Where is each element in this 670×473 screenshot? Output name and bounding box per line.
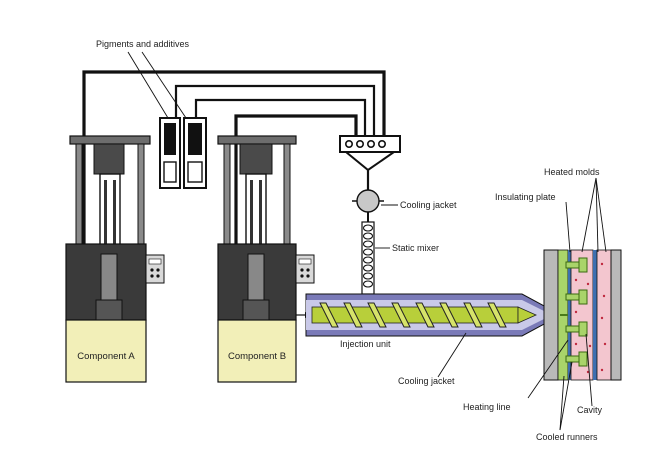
additive-cartridges [159,117,207,189]
static-mixer-label: Static mixer [392,243,439,253]
component-a-label: Component A [77,351,135,362]
component-a-tank [65,319,147,383]
cooling-jacket-bottom-leader [437,332,467,378]
cavity-label: Cavity [577,405,603,415]
cooling-jacket-bottom-label: Cooling jacket [398,376,455,386]
cooling-jacket-top-label: Cooling jacket [400,200,457,210]
mixing-manifold [339,135,401,190]
mold-assembly [543,249,622,381]
component-b-tank [217,319,297,383]
mold-leaders [527,177,607,431]
pigment-leaders [127,51,187,119]
machine-b: Component B [217,135,315,383]
static-mixer [361,221,375,304]
machine-a: Component A [65,135,165,383]
cooling-jacket-valve [352,189,384,222]
component-b-label: Component B [228,351,286,362]
pigments-label: Pigments and additives [96,39,190,49]
injection-unit-label: Injection unit [340,339,391,349]
heating-line-label: Heating line [463,402,511,412]
cooled-runners-label: Cooled runners [536,432,598,442]
injection-unit [296,293,561,337]
feed-lines [82,70,386,245]
heated-molds-label: Heated molds [544,167,600,177]
insulating-plate-label: Insulating plate [495,192,556,202]
